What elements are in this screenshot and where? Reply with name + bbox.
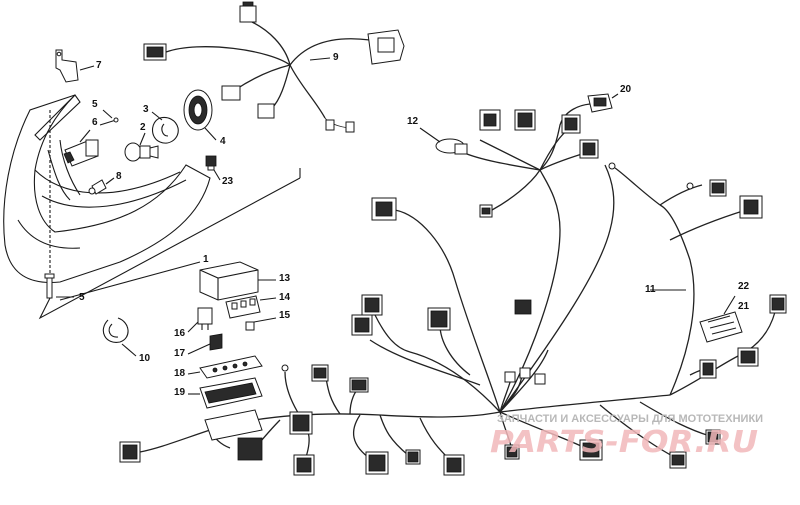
fuse-block-14 bbox=[225, 295, 277, 319]
retaining-clip-3 bbox=[151, 111, 179, 144]
callout-c13: 13 bbox=[279, 273, 291, 284]
callout-c1: 1 bbox=[203, 254, 209, 265]
screw-5b bbox=[44, 273, 74, 299]
callout-c19: 19 bbox=[174, 387, 186, 398]
callout-c11: 11 bbox=[645, 284, 656, 295]
watermark: ЗАПЧАСТИ И АКСЕССУАРЫ ДЛЯ МОТОТЕХНИКИ PA… bbox=[490, 413, 763, 460]
cable-clamp-10 bbox=[102, 317, 137, 357]
watermark-top-text: ЗАПЧАСТИ И АКСЕССУАРЫ ДЛЯ МОТОТЕХНИКИ bbox=[497, 413, 763, 425]
callout-c7: 7 bbox=[96, 60, 102, 71]
callout-c18: 18 bbox=[174, 368, 186, 379]
fuse-panel-19 bbox=[188, 377, 263, 409]
callout-c15: 15 bbox=[279, 310, 291, 321]
callout-c22: 22 bbox=[738, 281, 750, 292]
fuse-15 bbox=[245, 317, 277, 331]
callout-c5b: 5 bbox=[79, 292, 85, 303]
callout-c20: 20 bbox=[620, 84, 632, 95]
headlight-housing bbox=[3, 94, 211, 295]
socket-23 bbox=[205, 155, 221, 181]
dust-cover-4 bbox=[183, 89, 217, 141]
section-boundary bbox=[38, 168, 301, 320]
callout-c3: 3 bbox=[143, 104, 149, 115]
callout-c23: 23 bbox=[222, 176, 234, 187]
callout-c9: 9 bbox=[333, 52, 339, 63]
callout-c4: 4 bbox=[220, 136, 226, 147]
callout-c8: 8 bbox=[116, 171, 122, 182]
callout-c2: 2 bbox=[140, 122, 146, 133]
callout-c16: 16 bbox=[174, 328, 186, 339]
callout-c5a: 5 bbox=[92, 99, 98, 110]
callout-c6: 6 bbox=[92, 117, 98, 128]
callout-c12: 12 bbox=[407, 116, 419, 127]
callout-c17: 17 bbox=[174, 348, 186, 359]
callout-c21: 21 bbox=[738, 301, 750, 312]
watermark-big-text: PARTS-FOR.RU bbox=[490, 425, 758, 460]
headlight-harness-9 bbox=[143, 1, 405, 133]
screw-5a bbox=[99, 109, 119, 126]
callout-c10: 10 bbox=[139, 353, 151, 364]
headlight-bulb-2 bbox=[124, 132, 159, 162]
relay-16 bbox=[187, 307, 213, 333]
fuse-box-cover-13 bbox=[199, 261, 276, 301]
relay-17 bbox=[187, 333, 223, 355]
small-bulb-8 bbox=[88, 177, 115, 195]
callout-c14: 14 bbox=[279, 292, 291, 303]
main-harness bbox=[139, 103, 776, 461]
fuse-panel-18 bbox=[187, 355, 263, 379]
bulb-socket-6 bbox=[63, 129, 99, 167]
mount-bracket-7 bbox=[55, 49, 95, 83]
connectors bbox=[119, 93, 787, 476]
